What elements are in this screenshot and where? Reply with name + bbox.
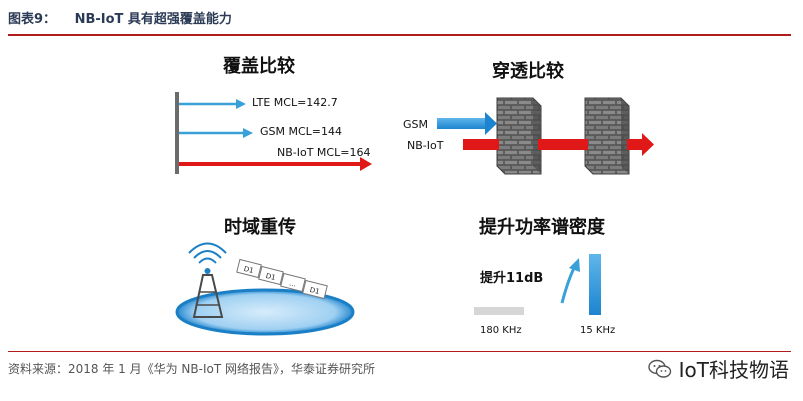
psd-wide-band-bar [474, 307, 524, 315]
wechat-icon [647, 359, 671, 378]
top-rule [8, 34, 791, 36]
psd-gain-label: 提升11dB [480, 271, 544, 286]
packet-box [236, 258, 262, 279]
lte-arrow [179, 99, 246, 109]
coverage-ellipse [175, 288, 355, 336]
psd-title: 提升功率谱密度 [479, 217, 605, 238]
gsm-penetration-arrow [437, 112, 497, 135]
nbiot-penetration-arrow [463, 133, 654, 156]
nbiot-mcl-label: NB-IoT MCL=164 [277, 146, 371, 159]
watermark: IoT科技物语 [647, 354, 789, 383]
figure-title: 图表9： NB-IoT 具有超强覆盖能力 [8, 8, 232, 27]
brick-wall-1 [496, 97, 542, 175]
time-repetition-title: 时域重传 [224, 217, 296, 238]
gsm-label: GSM [403, 118, 428, 131]
packet-box [258, 265, 284, 286]
psd-gain-arrow [560, 258, 580, 304]
nbiot-coverage-arrow [179, 157, 372, 171]
psd-180khz-label: 180 KHz [480, 325, 522, 336]
source-note: 资料来源：2018 年 1 月《华为 NB-IoT 网络报告》，华泰证券研究所 [8, 362, 375, 376]
penetration-title: 穿透比较 [492, 61, 564, 82]
packet-label: ... [288, 279, 296, 288]
brick-wall-2 [584, 97, 630, 175]
antenna-tower-icon [188, 242, 227, 318]
packet-label: D1 [265, 272, 276, 282]
packet-box [302, 279, 328, 300]
packet-box [280, 272, 306, 293]
gsm-coverage-arrow [179, 128, 253, 138]
psd-15khz-label: 15 KHz [580, 325, 616, 336]
figure-caption: NB-IoT 具有超强覆盖能力 [74, 12, 232, 27]
gsm-mcl-label: GSM MCL=144 [260, 125, 343, 138]
nbiot-label: NB-IoT [407, 139, 444, 152]
packet-label: D1 [309, 286, 320, 296]
bottom-rule [8, 351, 791, 352]
psd-narrow-band-bar [589, 254, 601, 315]
watermark-text: IoT科技物语 [678, 358, 789, 382]
lte-mcl-label: LTE MCL=142.7 [252, 96, 338, 109]
figure-number: 图表9： [8, 12, 57, 27]
packet-label: D1 [243, 265, 254, 275]
coverage-title: 覆盖比较 [223, 56, 295, 77]
coverage-base-line [175, 92, 179, 174]
